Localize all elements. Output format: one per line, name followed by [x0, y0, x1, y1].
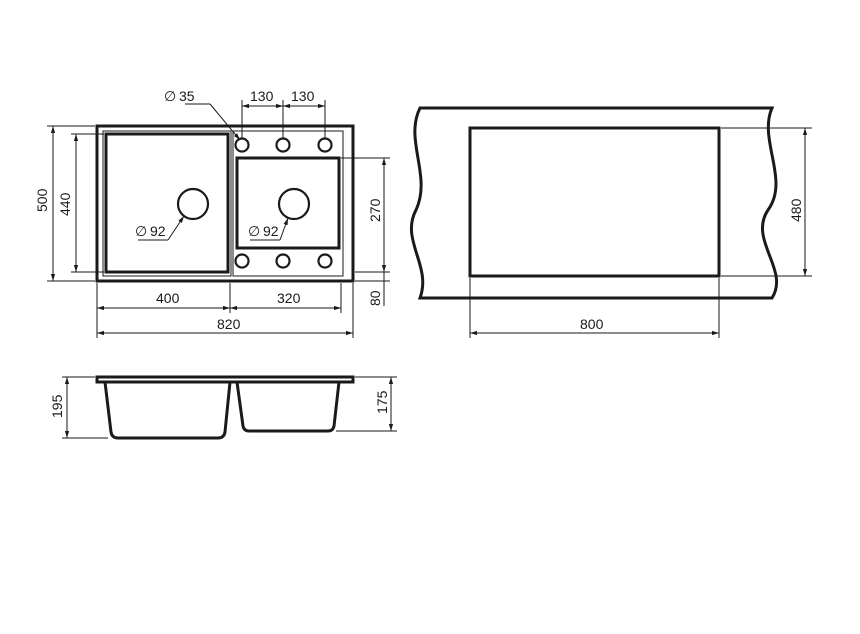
cutout-rect [468, 126, 721, 278]
dim-overall-width: 820 [217, 316, 241, 332]
sink-rim [95, 375, 355, 384]
tap-hole [275, 253, 291, 269]
dim-overall-height: 500 [34, 188, 50, 212]
countertop-outline [409, 106, 779, 300]
dim-inner-height: 440 [57, 192, 73, 216]
left-bowl-inner [102, 130, 232, 277]
dim-diameter-symbol: ∅ [164, 88, 176, 104]
top-view: ∅ 35 130 130 500 440 ∅ 92 ∅ 92 270 [34, 88, 390, 338]
tap-hole [275, 137, 291, 153]
right-bowl [235, 156, 341, 250]
tap-hole [234, 137, 250, 153]
dim-tap-diameter: 35 [179, 88, 195, 104]
dim-right-diameter-symbol: ∅ [248, 223, 260, 239]
dim-right-depth: 175 [374, 390, 390, 414]
dim-right-drain: 92 [263, 223, 279, 239]
tap-hole [317, 253, 333, 269]
left-bowl-profile [103, 381, 232, 440]
dim-tap-spacing-2: 130 [291, 88, 315, 104]
dim-front-margin: 80 [367, 290, 383, 306]
dim-left-diameter-symbol: ∅ [135, 223, 147, 239]
dim-right-bowl-width: 320 [277, 290, 301, 306]
tap-hole [317, 137, 333, 153]
right-bowl-frame [232, 130, 344, 277]
side-view: 195 175 [49, 375, 397, 440]
right-bowl-profile [235, 381, 341, 433]
dim-cutout-height: 480 [788, 198, 804, 222]
dim-cutout-width: 800 [580, 316, 604, 332]
sink-outline [95, 124, 355, 283]
dim-left-bowl-width: 400 [156, 290, 180, 306]
dim-left-drain: 92 [150, 223, 166, 239]
dim-small-bowl-height: 270 [367, 198, 383, 222]
left-bowl [104, 132, 230, 274]
dim-tap-spacing-1: 130 [250, 88, 274, 104]
cutout-view: 480 800 [409, 106, 812, 338]
tap-hole [234, 253, 250, 269]
dim-left-depth: 195 [49, 394, 65, 418]
right-drain-hole [277, 187, 311, 221]
left-drain-hole [176, 187, 210, 221]
